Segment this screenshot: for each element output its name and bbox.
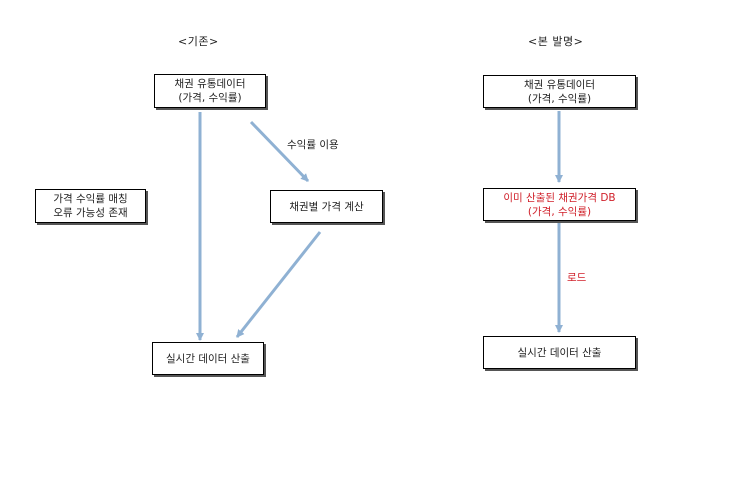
left-arrow-label: 수익률 이용 [287,139,339,151]
right-arrow-label: 로드 [567,272,587,284]
right-source-box: 채권 유통데이터 (가격, 수익률) [483,75,636,108]
right-db-line1: 이미 산출된 채권가격 DB [503,191,616,204]
right-db-box: 이미 산출된 채권가격 DB (가격, 수익률) [483,188,636,221]
left-output-line1: 실시간 데이터 산출 [166,352,250,365]
right-source-line2: (가격, 수익률) [527,92,592,105]
left-source-box: 채권 유통데이터 (가격, 수익률) [154,74,266,108]
left-output-box: 실시간 데이터 산출 [152,342,264,375]
left-calc-line1: 채권별 가격 계산 [289,200,364,213]
arrow-calc-to-output [235,231,322,338]
right-output-line1: 실시간 데이터 산출 [517,346,602,359]
left-calc-box: 채권별 가격 계산 [270,190,383,223]
left-source-line2: (가격, 수익률) [178,92,242,104]
left-note-line2: 오류 가능성 존재 [53,207,128,219]
right-source-line1: 채권 유통데이터 [524,78,595,91]
right-db-line2: (가격, 수익률) [527,205,592,218]
right-output-box: 실시간 데이터 산출 [483,336,636,369]
arrow-source-to-calc [249,120,310,183]
left-heading: <기존> [178,35,219,48]
left-note-box: 가격 수익률 매칭 오류 가능성 존재 [35,189,146,223]
right-heading: <본 발명> [528,35,584,48]
left-source-line1: 채권 유통데이터 [174,78,246,90]
left-note-line1: 가격 수익률 매칭 [53,193,128,205]
